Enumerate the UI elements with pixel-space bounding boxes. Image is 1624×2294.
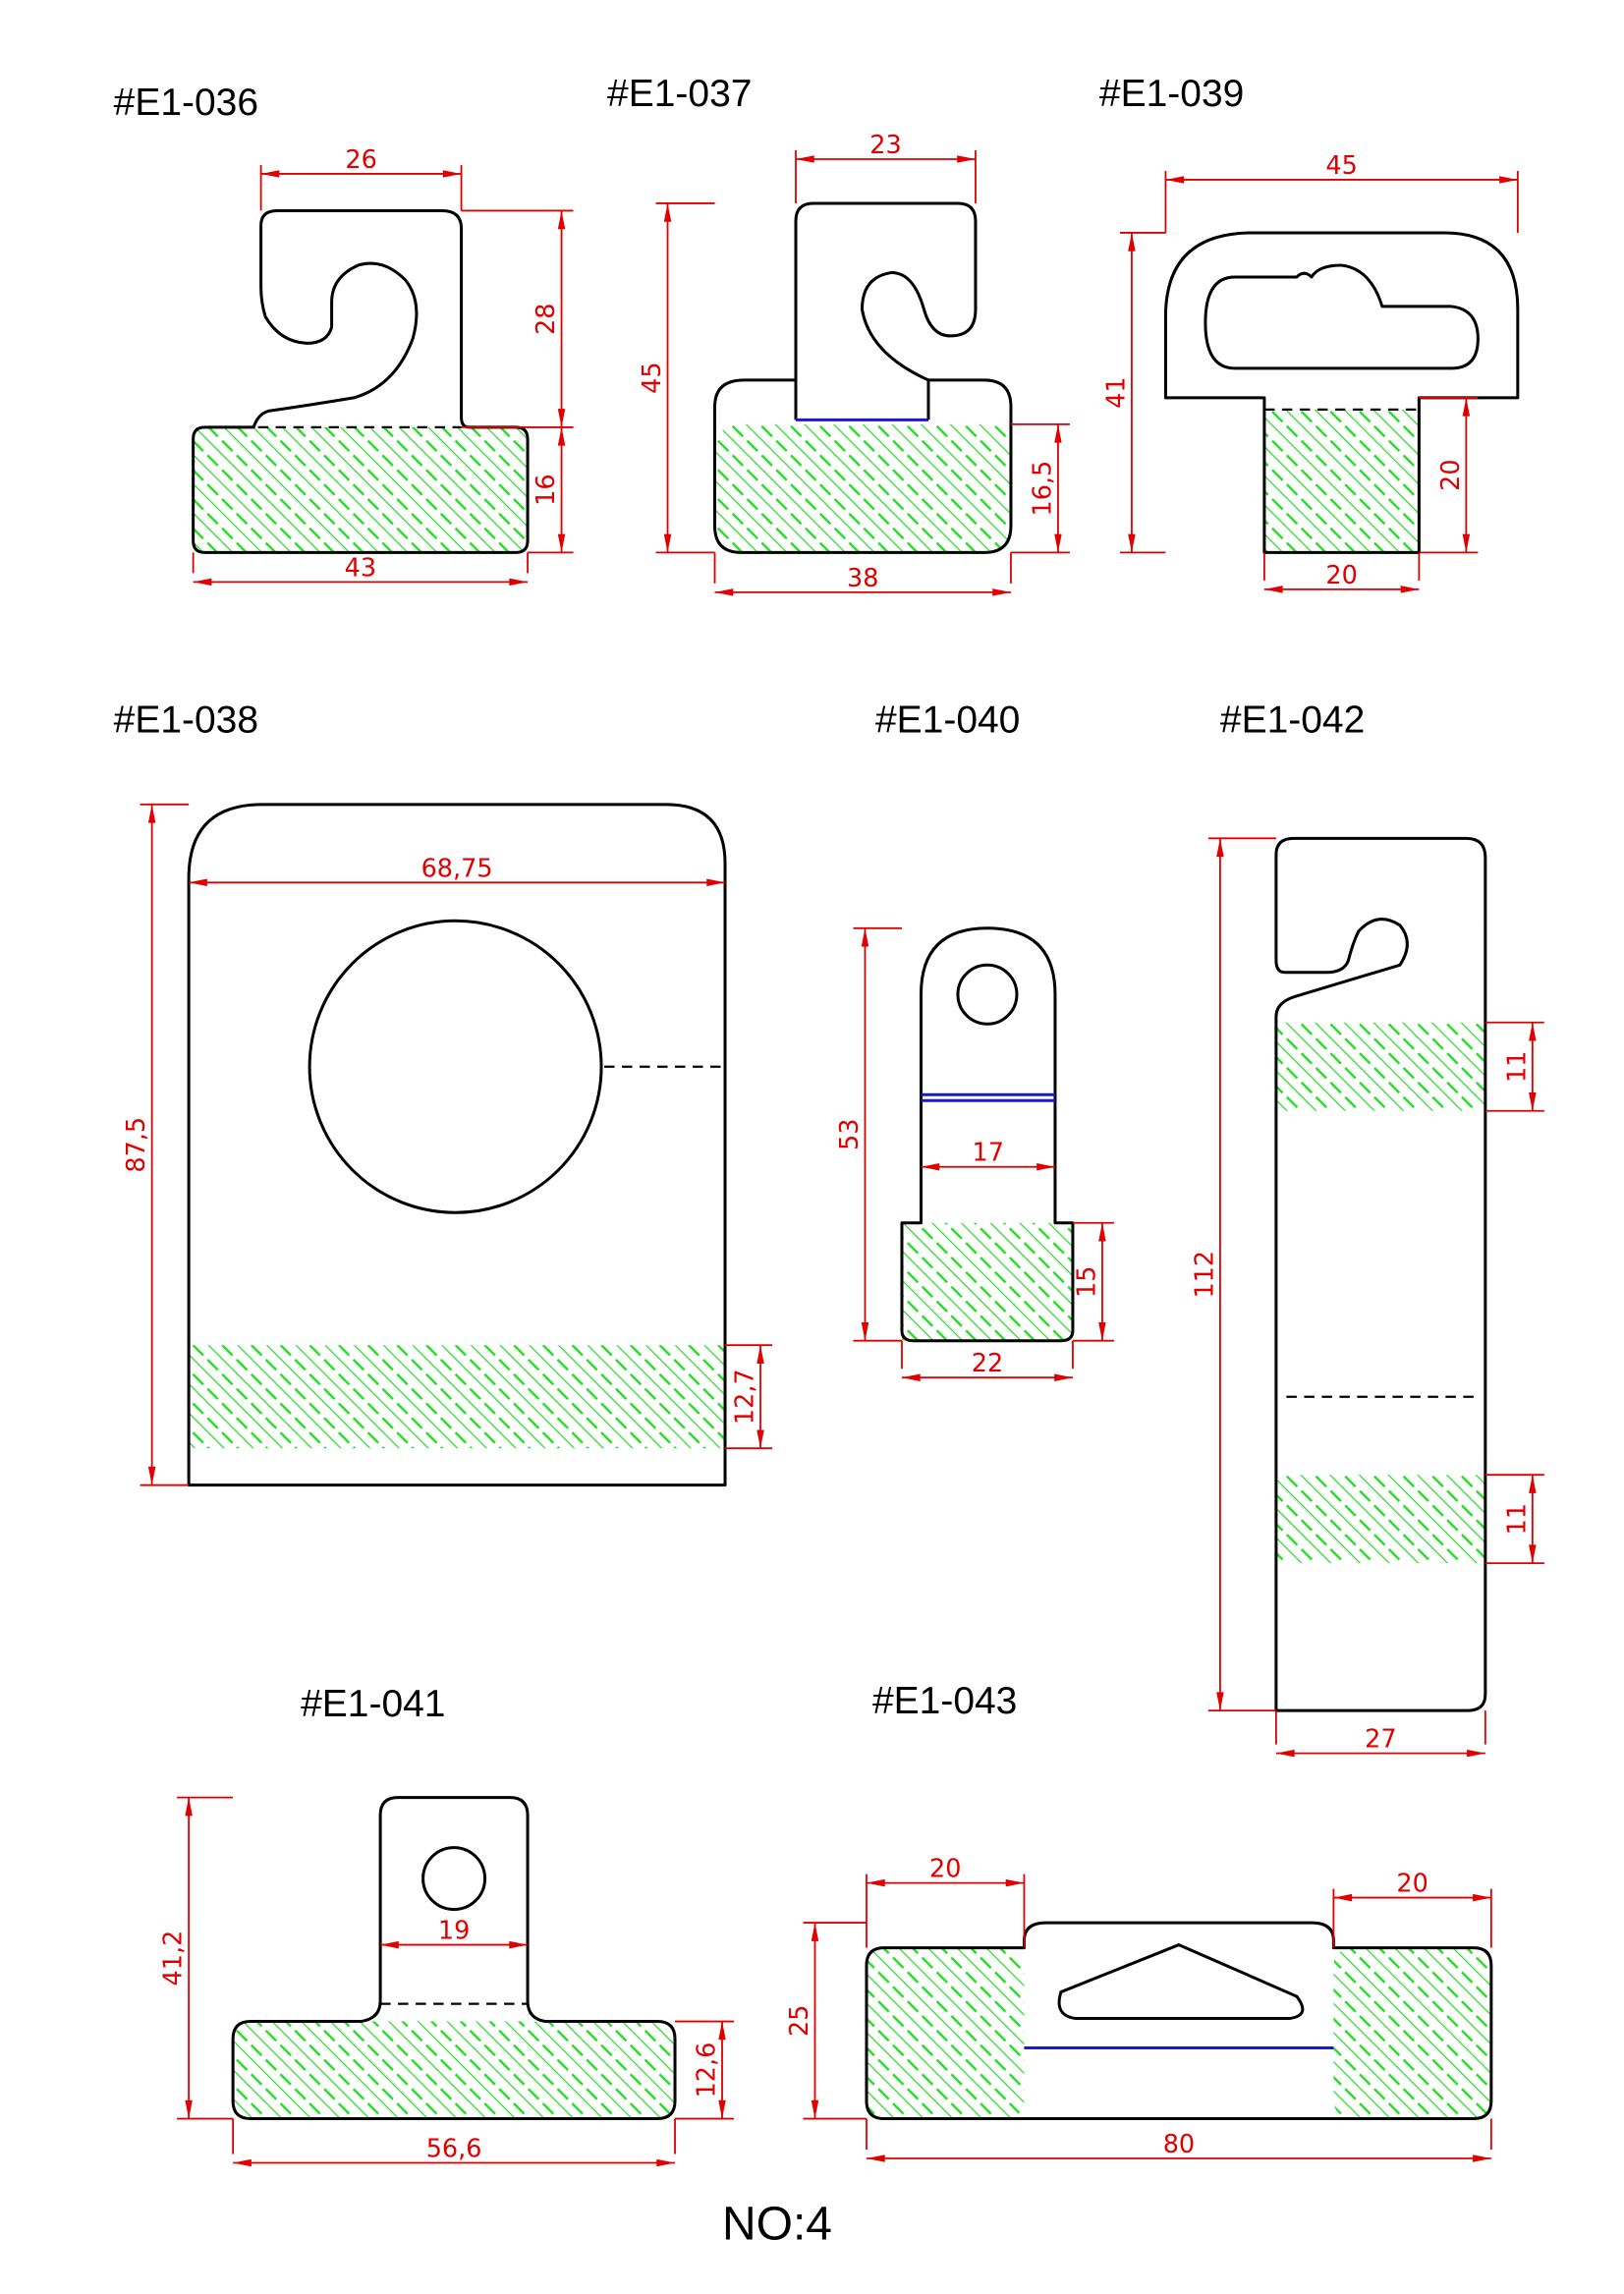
part-title-e1-038: #E1-038 [114,699,258,741]
dimension-e1-040-2-label: 15 [1072,1266,1101,1298]
part-title-e1-036: #E1-036 [114,82,258,124]
dimension-e1-037-1-label: 45 [638,362,667,393]
dimension-e1-038-2-label: 12,7 [731,1369,760,1425]
dimension-e1-037-0-label: 23 [869,131,901,160]
dimension-e1-038-1-label: 87,5 [122,1117,151,1173]
part-e1-036 [192,208,530,554]
dimension-e1-036-3-label: 43 [345,553,376,583]
dimension-e1-036-1-label: 28 [532,303,561,334]
dimension-e1-041-3-label: 56,6 [426,2135,482,2164]
part-title-e1-041: #E1-041 [301,1683,445,1725]
dimension-e1-042-3-label: 27 [1365,1725,1396,1755]
dimension-e1-037-2-label: 16,5 [1028,461,1057,517]
dimension-e1-038-0-label: 68,75 [421,854,493,883]
part-e1-043 [865,1921,1493,2121]
part-title-e1-037: #E1-037 [607,73,752,115]
part-title-e1-042: #E1-042 [1220,699,1365,741]
part-e1-040 [900,926,1075,1343]
dimension-e1-040-3-label: 22 [972,1349,1003,1378]
part-e1-041 [231,1796,677,2121]
dimension-e1-040-1-label: 17 [972,1139,1003,1168]
part-title-e1-043: #E1-043 [872,1680,1017,1722]
dimension-e1-042-0-label: 112 [1190,1251,1219,1299]
part-e1-038 [187,803,727,1487]
dimension-e1-041-0-label: 41,2 [159,1930,189,1986]
dimension-e1-042-2-label: 11 [1502,1503,1532,1535]
dimension-e1-043-3-label: 80 [1163,2130,1195,2159]
part-title-e1-040: #E1-040 [875,699,1020,741]
dimension-e1-036-0-label: 26 [345,145,376,175]
dimension-e1-043-1-label: 20 [1396,1870,1428,1899]
dimension-e1-041-1-label: 19 [438,1917,470,1946]
part-e1-039 [1163,231,1520,554]
dimension-e1-041-2-label: 12,6 [693,2042,722,2098]
sheet-number: NO:4 [722,2199,832,2251]
part-e1-037 [713,201,1013,554]
dimension-e1-039-3-label: 20 [1325,561,1357,590]
dimension-e1-036-2-label: 16 [532,474,561,505]
dimension-e1-042-1-label: 11 [1502,1051,1532,1083]
dimension-e1-037-3-label: 38 [847,564,878,593]
dimension-e1-039-2-label: 20 [1436,459,1466,490]
dimension-layer: 26 28 16 43 23 45 16,5 38 45 41 20 20 68,75 87,5 12,7 5… [122,131,1544,2167]
dimension-e1-043-2-label: 25 [785,2005,814,2037]
dimension-e1-039-1-label: 41 [1101,376,1131,408]
dimension-e1-043-0-label: 20 [929,1855,961,1884]
dimension-e1-040-0-label: 53 [835,1119,865,1150]
part-title-e1-039: #E1-039 [1099,73,1244,115]
part-e1-042 [1274,836,1487,1712]
dimension-e1-039-0-label: 45 [1325,151,1357,181]
